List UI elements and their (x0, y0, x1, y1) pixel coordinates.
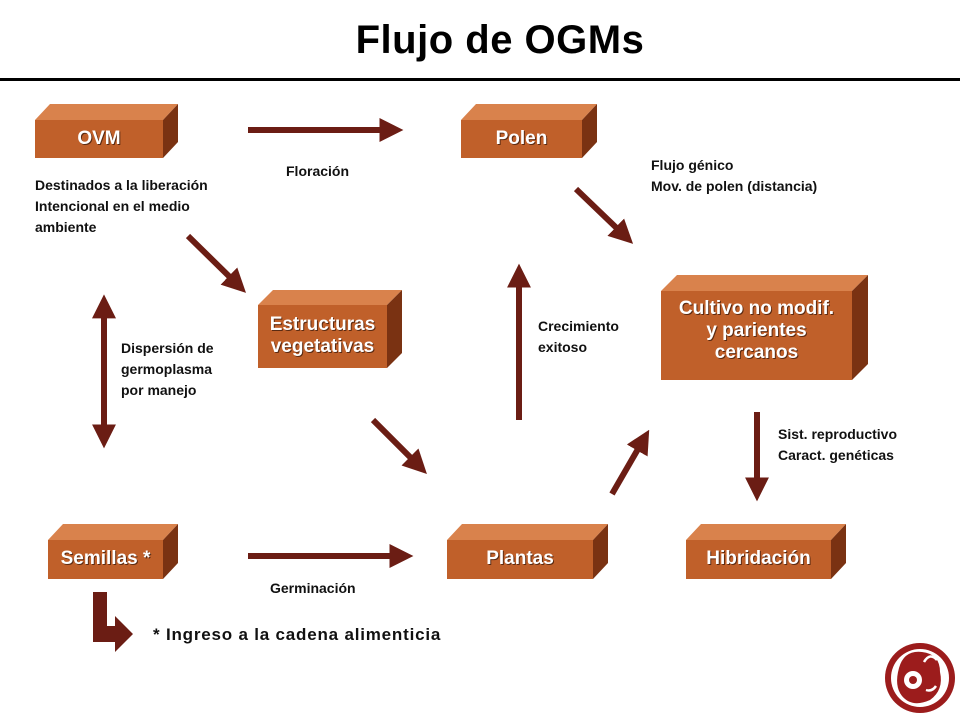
note-destinados-line-1: Destinados a la liberación (35, 177, 208, 193)
bent-arrow-footnote (93, 592, 133, 652)
node-cultivo-line-2: y parientes (706, 320, 807, 341)
arrow-estructuras-plantas (370, 417, 427, 474)
box-semillas (48, 524, 178, 579)
note-floracion: Floración (286, 163, 350, 179)
emblem-logo (885, 643, 955, 713)
arrow-plantas-cultivo (609, 429, 650, 496)
node-estructuras-line-1: Estructuras (269, 314, 376, 335)
page-title: Flujo de OGMs (355, 18, 645, 62)
note-flujo: Flujo génico Mov. de polen (distancia) (651, 155, 817, 197)
node-cultivo-label: Cultivo no modif. y parientes cercanos (661, 298, 852, 364)
node-estructuras-label: Estructuras vegetativas (258, 314, 387, 358)
box-estructuras (258, 290, 402, 368)
box-cultivo (661, 275, 868, 380)
note-crecimiento: Crecimiento exitoso (538, 316, 619, 358)
note-sist-line-2: Caract. genéticas (778, 447, 894, 463)
note-dispersion-line-2: germoplasma (121, 361, 213, 377)
note-crecimiento-line-2: exitoso (538, 339, 588, 355)
node-ovm-label: OVM (77, 128, 121, 149)
box-plantas (447, 524, 608, 579)
node-polen-label: Polen (495, 128, 548, 149)
note-crecimiento-line-1: Crecimiento (538, 318, 619, 334)
title-divider (0, 78, 960, 81)
note-dispersion-line-1: Dispersión de (121, 340, 214, 356)
note-flujo-line-1: Flujo génico (651, 157, 734, 173)
box-polen (461, 104, 597, 158)
node-plantas-label: Plantas (486, 548, 554, 569)
note-destinados: Destinados a la liberación Intencional e… (35, 175, 208, 238)
arrow-polen-cultivo (573, 186, 634, 244)
note-destinados-line-2: Intencional en el medio (35, 198, 190, 214)
node-cultivo-line-3: cercanos (714, 342, 799, 363)
box-ovm (35, 104, 178, 158)
node-cultivo-line-1: Cultivo no modif. (678, 298, 835, 319)
box-hibridacion (686, 524, 846, 579)
note-flujo-line-2: Mov. de polen (distancia) (651, 178, 818, 194)
footnote: * Ingreso a la cadena alimenticia (153, 625, 442, 644)
note-sist-line-1: Sist. reproductivo (778, 426, 898, 442)
note-sist: Sist. reproductivo Caract. genéticas (778, 424, 897, 466)
node-estructuras-line-2: vegetativas (270, 336, 375, 357)
arrow-ovm-estructuras (185, 233, 246, 293)
node-hibridacion-label: Hibridación (706, 548, 811, 569)
node-semillas-label: Semillas * (60, 548, 151, 569)
note-destinados-line-3: ambiente (35, 219, 97, 235)
note-dispersion-line-3: por manejo (121, 382, 197, 398)
note-germinacion: Germinación (270, 580, 356, 596)
note-dispersion: Dispersión de germoplasma por manejo (121, 338, 214, 401)
